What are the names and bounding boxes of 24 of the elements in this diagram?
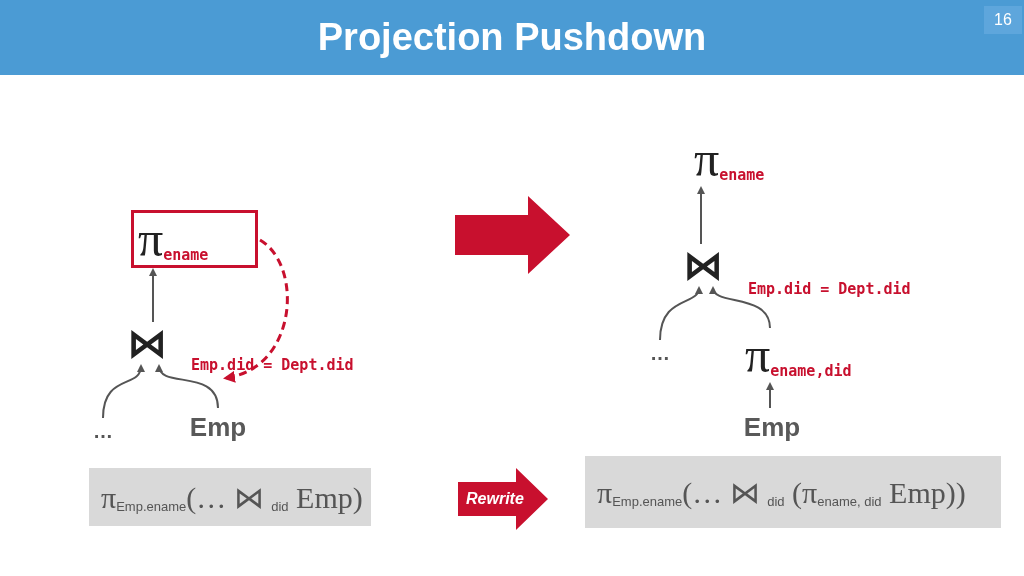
arrow xyxy=(149,268,157,323)
join-condition: Emp.did = Dept.did xyxy=(191,355,354,376)
join-symbol: ⋈ xyxy=(125,322,169,364)
arrow xyxy=(710,286,771,329)
arrow xyxy=(102,364,145,419)
arrow xyxy=(697,186,705,245)
ellipsis: … xyxy=(645,340,675,366)
arrow xyxy=(156,364,219,409)
join-condition: Emp.did = Dept.did xyxy=(748,279,911,300)
relation-name: Emp xyxy=(186,408,250,446)
relation-name: Emp xyxy=(740,408,804,446)
slide-title: Projection Pushdown xyxy=(317,15,707,60)
projection-operator: π$_{ename,did}$ xyxy=(745,328,885,382)
join-symbol: ⋈ xyxy=(681,244,725,286)
arrow xyxy=(659,286,702,341)
formula-box: π$_{Emp.ename}$(… ⋈ $_{did}$ (π$_{ename, did}$ Emp)) xyxy=(585,456,1001,528)
arrow xyxy=(223,238,289,382)
slide-number: 16 xyxy=(984,6,1022,34)
ellipsis: … xyxy=(88,418,118,444)
projection-operator: π$_{ename}$ xyxy=(694,132,794,186)
projection-box: π$_{ename}$ xyxy=(131,210,258,268)
formula-box: π$_{Emp.ename}$(… ⋈ $_{did}$ Emp) xyxy=(89,468,371,526)
arrow xyxy=(766,382,774,409)
rewrite-arrow: Rewrite xyxy=(458,468,548,530)
